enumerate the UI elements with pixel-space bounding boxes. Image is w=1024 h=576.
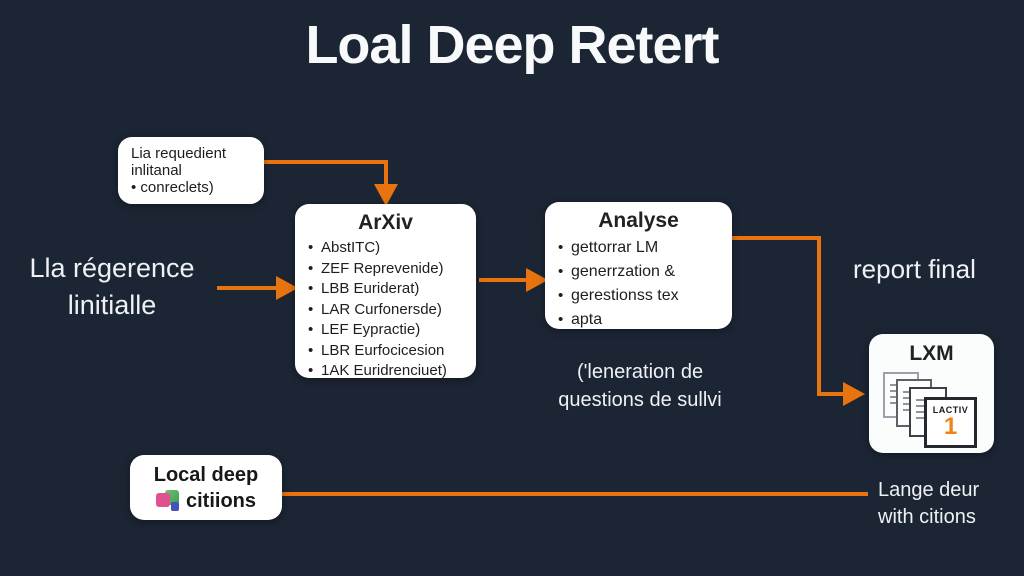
lange-line-2: with citions bbox=[878, 506, 976, 528]
connector-request-to-arxiv bbox=[262, 160, 388, 186]
lange-line-1: Lange deur bbox=[878, 479, 980, 501]
local-deep-citations-text: citiions bbox=[185, 489, 256, 512]
generation-questions-label: ('leneration de questions de sullvi bbox=[528, 358, 752, 414]
initial-reference-label: Lla régerence linitialle bbox=[6, 250, 218, 324]
arxiv-bullet: LAR Curfonersde) bbox=[308, 300, 476, 321]
arxiv-bullet: 1AK Euridrenciuet) bbox=[308, 361, 476, 382]
local-deep-line-2: citiions bbox=[130, 489, 282, 513]
document-number: 1 bbox=[943, 413, 958, 440]
arxiv-box-title: ArXiv bbox=[358, 211, 413, 234]
analyse-box: Analyse gettorrar LM generrzation & gere… bbox=[545, 202, 732, 332]
chat-logo-icon bbox=[155, 489, 180, 513]
reference-line-2: linitialle bbox=[67, 290, 157, 320]
generation-line-2: questions de sullvi bbox=[558, 389, 722, 411]
lxm-box: LXM LACTIV 1 bbox=[869, 334, 994, 453]
arxiv-box: ArXiv AbstITC) ZEF Reprevenide) LBB Euri… bbox=[295, 204, 476, 381]
request-line: • conreclets) bbox=[131, 179, 214, 196]
arxiv-bullet: LBB Euriderat) bbox=[308, 279, 476, 300]
lange-deur-label: Lange deur with citions bbox=[878, 477, 1018, 531]
arxiv-bullet: AbstITC) bbox=[308, 238, 476, 259]
arxiv-bullet: LBR Eurfocicesion bbox=[308, 341, 476, 362]
request-line: Lia requedient bbox=[131, 145, 227, 162]
document-stack-icon: LACTIV 1 bbox=[883, 370, 981, 448]
analyse-bullet-list: gettorrar LM generrzation & gerestionss … bbox=[545, 236, 732, 332]
initial-request-box: Lia requedient inlitanal • conreclets) bbox=[118, 137, 264, 204]
arrowhead-right-lxm bbox=[843, 382, 865, 406]
document-label: LACTIV bbox=[932, 405, 969, 415]
analyse-bullet: gettorrar LM bbox=[558, 236, 732, 260]
analyse-bullet: generrzation & bbox=[558, 260, 732, 284]
arxiv-bullet-list: AbstITC) ZEF Reprevenide) LBB Euriderat)… bbox=[295, 238, 476, 382]
analyse-box-title: Analyse bbox=[598, 209, 679, 232]
chat-logo-pink-part bbox=[155, 493, 170, 507]
generation-line-1: ('leneration de bbox=[576, 361, 704, 383]
document-front-page-icon: LACTIV 1 bbox=[924, 397, 977, 448]
report-final-label: report final bbox=[853, 254, 976, 284]
page-title: Loal Deep Retert bbox=[305, 15, 719, 75]
request-line: inlitanal bbox=[131, 162, 182, 179]
local-deep-line-1: Local deep bbox=[153, 464, 259, 486]
local-deep-citations-box: Local deep citiions bbox=[130, 455, 282, 520]
reference-line-1: Lla régerence bbox=[29, 253, 195, 283]
lxm-box-title: LXM bbox=[909, 342, 954, 365]
arxiv-bullet: LEF Eypractie) bbox=[308, 320, 476, 341]
analyse-bullet: gerestionss tex bbox=[558, 284, 732, 308]
arxiv-bullet: ZEF Reprevenide) bbox=[308, 259, 476, 280]
arrowhead-down-arxiv bbox=[374, 184, 398, 206]
chat-logo-blue-part bbox=[170, 502, 179, 511]
analyse-bullet: apta bbox=[558, 308, 732, 332]
